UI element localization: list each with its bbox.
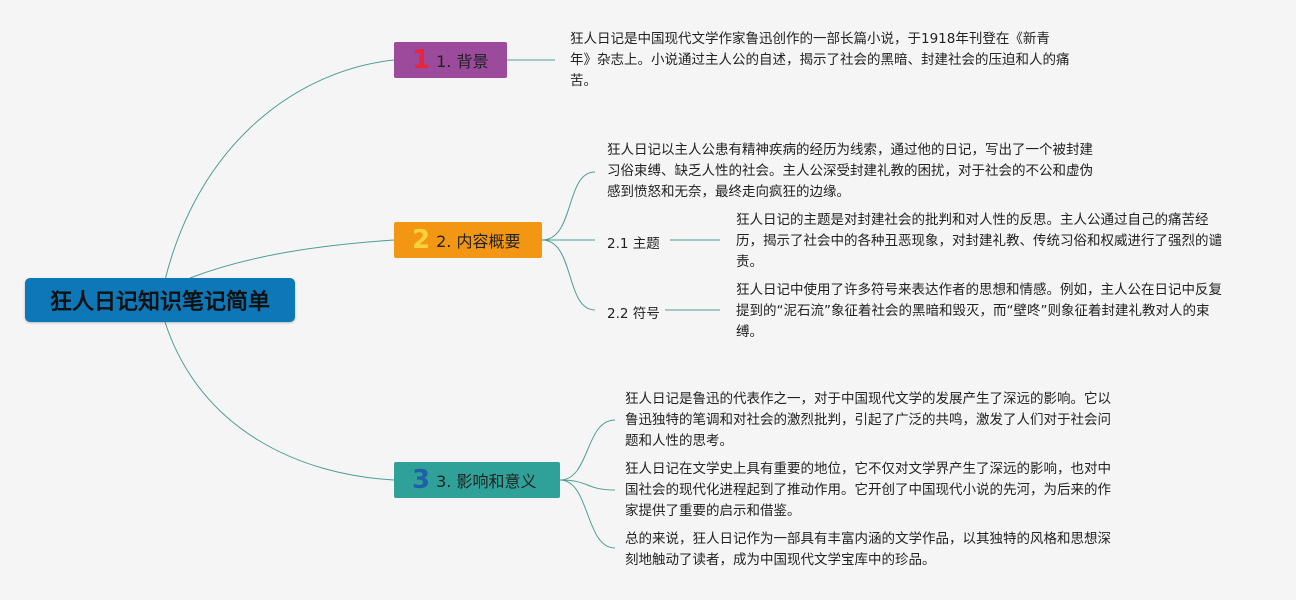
link-root-branch3 — [164, 321, 395, 481]
branch3-text-1: 狂人日记是鲁迅的代表作之一，对于中国现代文学的发展产生了深远的影响。它以鲁迅独特… — [625, 391, 1111, 449]
branch3-text-3: 总的来说，狂人日记作为一部具有丰富内涵的文学作品，以其独特的风格和思想深刻地触动… — [625, 531, 1111, 568]
link-branch3-text3 — [559, 479, 616, 549]
link-branch3-text1 — [559, 419, 616, 481]
number-3-icon: 3 — [412, 465, 431, 495]
link-branch2-text — [541, 171, 596, 241]
number-2-icon: 2 — [412, 225, 431, 255]
sub-node-symbol[interactable]: 2.2 符号 — [607, 306, 660, 322]
branch-node-summary[interactable]: 2 2. 内容概要 — [394, 222, 542, 258]
branch-label: 2. 内容概要 — [436, 232, 521, 251]
root-node[interactable]: 狂人日记知识笔记简单 — [25, 278, 295, 322]
branch-node-background[interactable]: 1 1. 背景 — [394, 42, 507, 78]
sub-node-theme[interactable]: 2.1 主题 — [607, 236, 660, 252]
link-root-branch1 — [164, 59, 395, 281]
sub2-text: 狂人日记中使用了许多符号来表达作者的思想和情感。例如，主人公在日记中反复提到的“… — [736, 282, 1222, 340]
link-branch2-sub2 — [541, 239, 596, 311]
branch1-text: 狂人日记是中国现代文学作家鲁迅创作的一部长篇小说，于1918年刊登在《新青年》杂… — [570, 31, 1070, 89]
link-branch3-text2 — [559, 479, 616, 491]
branch-label: 1. 背景 — [436, 52, 489, 71]
number-1-icon: 1 — [412, 45, 431, 75]
root-title: 狂人日记知识笔记简单 — [49, 290, 270, 315]
link-root-branch2 — [189, 239, 395, 279]
branch3-text-2: 狂人日记在文学史上具有重要的地位，它不仅对文学界产生了深远的影响，也对中国社会的… — [625, 461, 1111, 519]
branch2-text: 狂人日记以主人公患有精神疾病的经历为线索，通过他的日记，写出了一个被封建习俗束缚… — [607, 142, 1093, 200]
branch-node-influence[interactable]: 3 3. 影响和意义 — [394, 462, 560, 498]
branch-label: 3. 影响和意义 — [436, 472, 537, 491]
sub1-text: 狂人日记的主题是对封建社会的批判和对人性的反思。主人公通过自己的痛苦经历，揭示了… — [736, 212, 1222, 270]
